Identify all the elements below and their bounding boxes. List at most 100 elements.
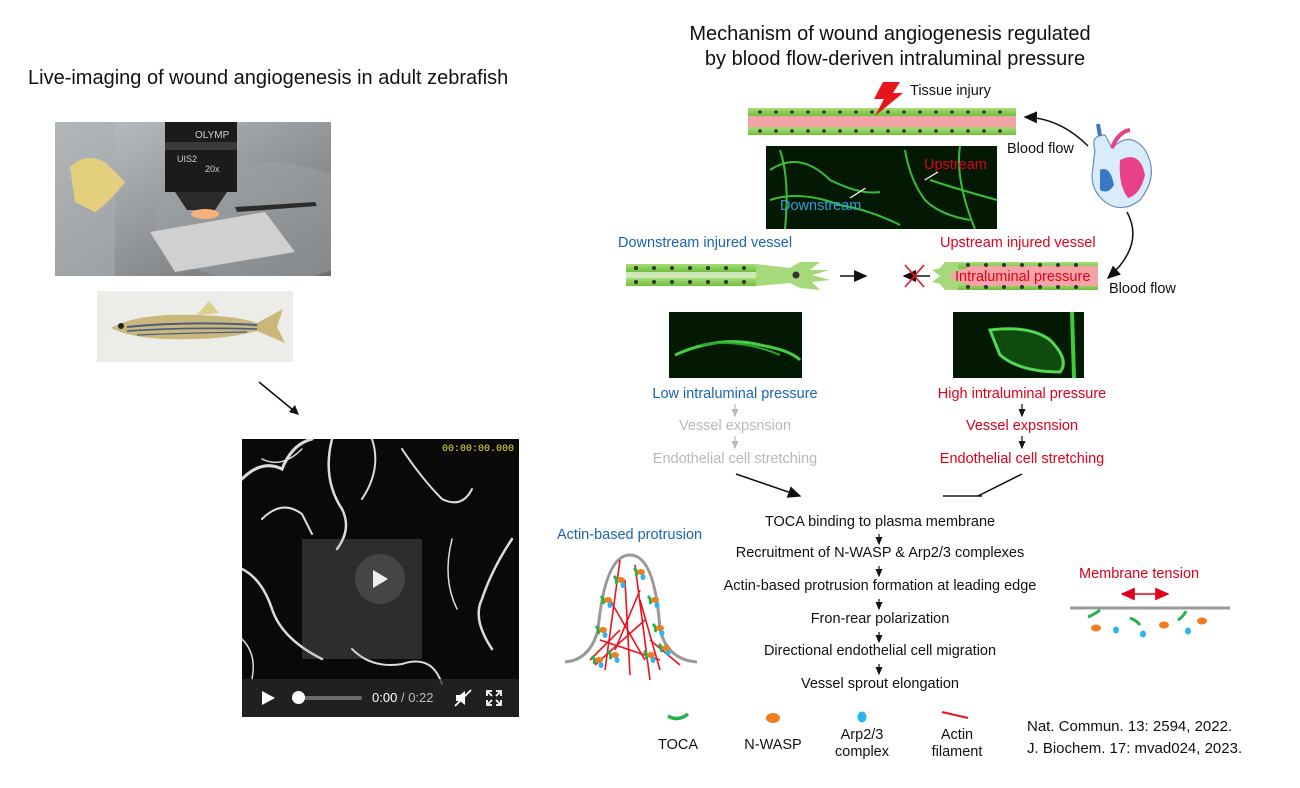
- mute-icon[interactable]: [454, 689, 472, 707]
- legend-arp-glyph: [857, 711, 867, 723]
- play-control-icon[interactable]: [260, 690, 276, 706]
- legend: [667, 711, 969, 723]
- nwasp-mark: [637, 569, 645, 575]
- arp-mark: [602, 632, 608, 638]
- play-icon: [373, 570, 388, 588]
- cell-nucleus: [838, 129, 842, 133]
- membrane-tension-label: Membrane tension: [1079, 566, 1200, 582]
- actin-protrusion-label: Actin-based protrusion: [557, 527, 703, 543]
- cell-nucleus: [838, 110, 842, 114]
- cell-nucleus: [822, 129, 826, 133]
- current-time: 0:00: [372, 690, 398, 705]
- upstream-vessel-label: Upstream injured vessel: [940, 235, 1096, 251]
- microscope-photo: OLYMP UIS2 20x: [55, 122, 331, 276]
- cell-nucleus: [918, 129, 922, 133]
- cell-nucleus: [652, 280, 656, 284]
- lens-text-3: 20x: [205, 164, 220, 174]
- block-x-icon: [904, 264, 925, 288]
- cell-nucleus: [950, 129, 954, 133]
- cell-nucleus: [1074, 285, 1078, 289]
- video-player[interactable]: 00:00:00.000 0:00 / 0:22: [242, 439, 519, 717]
- cell-nucleus: [966, 263, 970, 267]
- step-2: Recruitment of N-WASP & Arp2/3 complexes: [735, 545, 1025, 561]
- vessel-expansion-high-label: Vessel expsnsion: [965, 418, 1079, 434]
- arp-mark: [650, 657, 656, 663]
- seek-bar[interactable]: [294, 696, 362, 700]
- cell-nucleus: [1002, 285, 1006, 289]
- arp-mark: [607, 602, 613, 608]
- cell-nucleus: [774, 129, 778, 133]
- cell-nucleus: [774, 110, 778, 114]
- cell-nucleus: [742, 280, 746, 284]
- cell-nucleus: [822, 110, 826, 114]
- legend-nwasp-glyph: [766, 713, 780, 723]
- cell-nucleus: [1020, 285, 1024, 289]
- arp-mark: [654, 602, 660, 608]
- time-separator: /: [400, 690, 405, 705]
- video-timecode: 00:00:00.000: [441, 444, 514, 455]
- tissue-injury-label: Tissue injury: [910, 83, 991, 99]
- arp-mark: [614, 657, 620, 663]
- toca-mark: [642, 649, 649, 660]
- arp-mark: [620, 582, 626, 588]
- step-4: Fron-rear polarization: [810, 611, 950, 627]
- nwasp-mark: [662, 645, 670, 651]
- nwasp-mark: [611, 652, 619, 658]
- intact-vessel: [748, 108, 1016, 135]
- cell-nucleus: [902, 110, 906, 114]
- cell-nucleus: [1056, 263, 1060, 267]
- center-play-button[interactable]: [355, 554, 405, 604]
- legend-toca-label: TOCA: [657, 737, 699, 753]
- stretching-low-label: Endothelial cell stretching: [652, 451, 818, 467]
- actin-protrusion-illustration: [564, 553, 698, 681]
- cell-nucleus: [1038, 285, 1042, 289]
- cell-nucleus: [670, 280, 674, 284]
- nwasp-mark: [599, 627, 607, 633]
- left-panel-title: Live-imaging of wound angiogenesis in ad…: [28, 67, 509, 89]
- toca-mark: [646, 594, 653, 605]
- legend-arp-label-2: complex: [835, 744, 889, 760]
- upstream-vessel: [932, 262, 1098, 290]
- cell-nucleus: [870, 110, 874, 114]
- intraluminal-pressure-label: Intraluminal pressure: [955, 269, 1091, 285]
- cell-nucleus: [886, 110, 890, 114]
- toca-mark: [590, 654, 597, 665]
- arp-mark: [598, 662, 604, 668]
- legend-toca-glyph: [667, 712, 690, 721]
- toca-mark: [632, 566, 639, 577]
- cell-nucleus: [688, 280, 692, 284]
- fullscreen-icon[interactable]: [485, 689, 503, 707]
- cell-nucleus: [998, 110, 1002, 114]
- toca-mark: [594, 624, 601, 635]
- zebrafish-photo: [97, 291, 293, 362]
- nwasp-mark: [656, 625, 664, 631]
- upstream-label: Upstream: [924, 157, 987, 173]
- legend-actin-label-1: Actin: [940, 727, 974, 743]
- reference-1: Nat. Commun. 13: 2594, 2022.: [1027, 718, 1233, 735]
- cell-nucleus: [706, 280, 710, 284]
- nwasp-mark: [604, 597, 612, 603]
- reference-2: J. Biochem. 17: mvad024, 2023.: [1027, 740, 1243, 757]
- heart-icon: [1091, 123, 1152, 209]
- cell-nucleus: [742, 266, 746, 270]
- toca-mark: [612, 574, 619, 585]
- micrograph-upstream-downstream: [766, 145, 998, 230]
- arp-mark: [659, 630, 665, 636]
- downstream-vessel-label: Downstream injured vessel: [618, 235, 793, 251]
- cell-nucleus: [984, 263, 988, 267]
- high-pressure-label: High intraluminal pressure: [937, 386, 1107, 402]
- cell-nucleus: [806, 110, 810, 114]
- right-title-line1: Mechanism of wound angiogenesis regulate…: [689, 23, 1091, 45]
- toca-mark: [606, 649, 613, 660]
- video-controls: 0:00 / 0:22: [242, 679, 519, 717]
- nwasp-mark: [617, 577, 625, 583]
- toca-mark: [599, 594, 606, 605]
- arp-mark: [665, 650, 671, 656]
- cell-nucleus: [950, 110, 954, 114]
- cell-nucleus: [724, 266, 728, 270]
- cell-nucleus: [634, 266, 638, 270]
- cell-nucleus: [870, 129, 874, 133]
- seek-handle[interactable]: [292, 691, 305, 704]
- step-3: Actin-based protrusion formation at lead…: [723, 578, 1037, 594]
